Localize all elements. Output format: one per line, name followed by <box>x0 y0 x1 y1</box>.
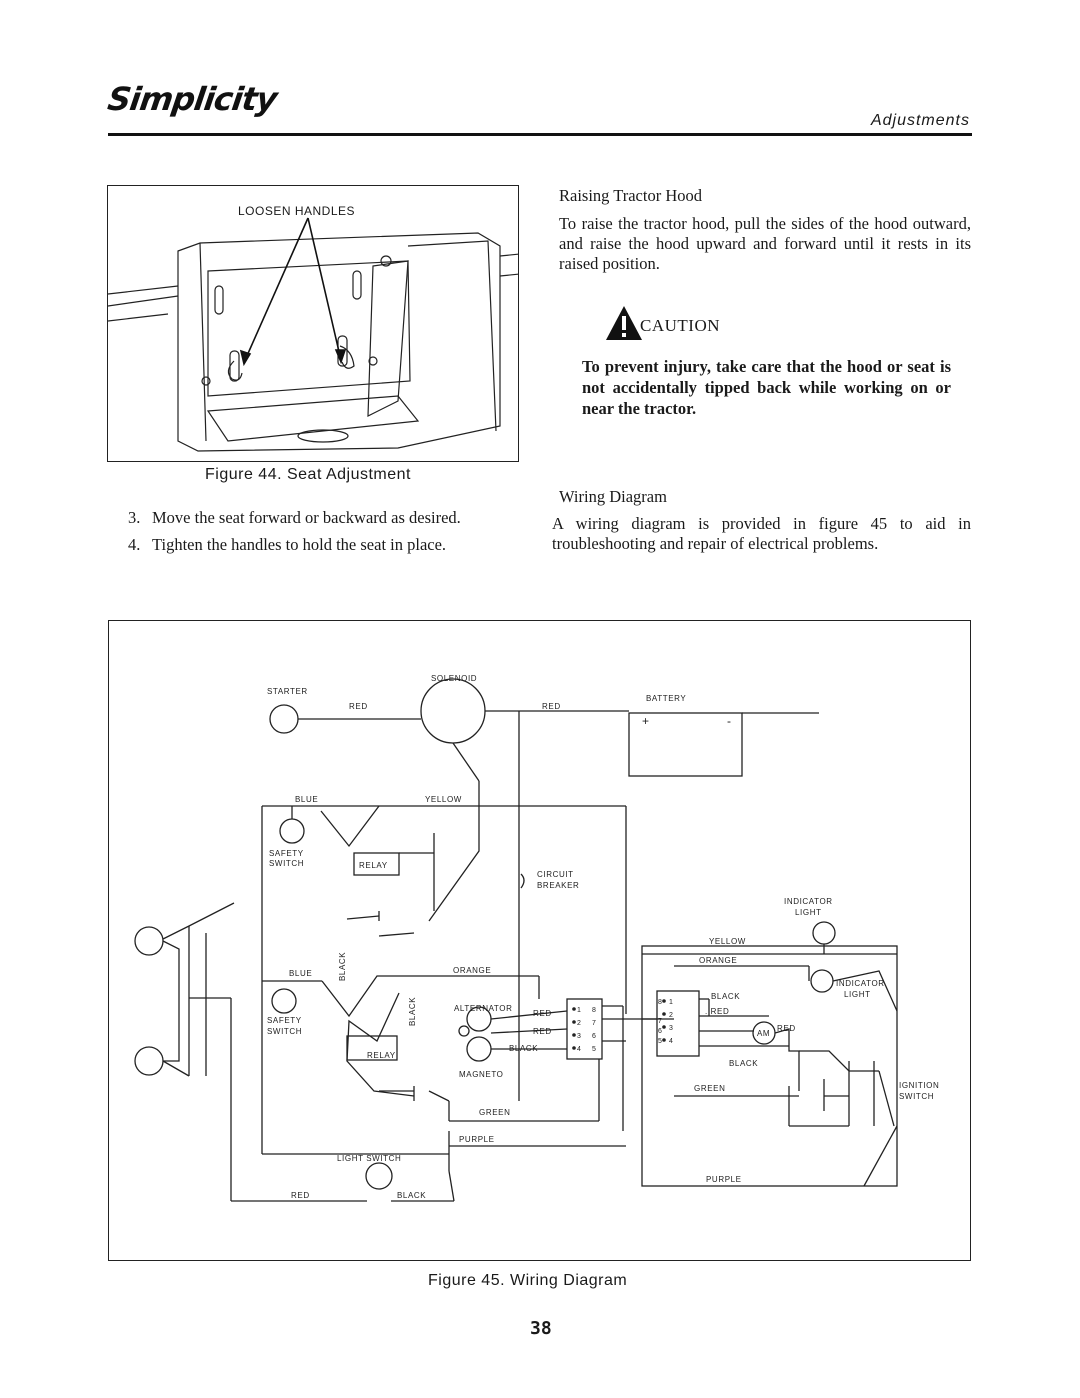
terminal-right-3: 3 <box>669 1025 673 1032</box>
step-4: 4. Tighten the handles to hold the seat … <box>128 535 446 555</box>
step-3-number: 3. <box>128 508 141 527</box>
label-relay-1: RELAY <box>359 861 388 870</box>
label-black-vertical-2: BLACK <box>408 997 417 1026</box>
label-green-2: GREEN <box>479 1108 510 1117</box>
label-solenoid: SOLENOID <box>431 674 477 683</box>
label-light-1: LIGHT <box>795 908 822 917</box>
label-black-1: BLACK <box>509 1044 538 1053</box>
terminal-right-6: 6 <box>658 1028 662 1035</box>
seat-adjustment-drawing <box>108 217 518 452</box>
label-red-4: RED <box>533 1027 552 1036</box>
terminal-right-5: 5 <box>658 1038 662 1045</box>
label-indicator-1: INDICATOR <box>784 897 833 906</box>
section-title: Adjustments <box>870 112 970 129</box>
caution-label: CAUTION <box>640 316 720 335</box>
label-black-4: BLACK <box>397 1191 426 1200</box>
label-red-5: . RED <box>705 1007 729 1016</box>
terminal-right-1: 1 <box>669 999 673 1006</box>
label-blue-2: BLUE <box>289 969 312 978</box>
label-circuit: CIRCUIT <box>537 870 574 879</box>
terminal-right-2: 2 <box>669 1012 673 1019</box>
label-orange-2: ORANGE <box>453 966 491 975</box>
wiring-body: A wiring diagram is provided in figure 4… <box>552 514 971 553</box>
step-4-text: Tighten the handles to hold the seat in … <box>152 535 447 554</box>
terminal-right-8: 8 <box>658 999 662 1006</box>
figure-44-caption: Figure 44. Seat Adjustment <box>205 466 411 483</box>
label-switch-2: SWITCH <box>267 1027 302 1036</box>
label-red-7: RED <box>291 1191 310 1200</box>
label-purple-2: PURPLE <box>706 1175 742 1184</box>
label-red-3: RED <box>533 1009 552 1018</box>
terminal-left-6: 6 <box>592 1033 596 1040</box>
label-black-2: BLACK <box>711 992 740 1001</box>
label-alternator: ALTERNATOR <box>454 1004 512 1013</box>
terminal-left-5: 5 <box>592 1046 596 1053</box>
figure-45-wiring-diagram: SOLENOID STARTER RED RED BATTERY + - BLU… <box>108 620 971 1261</box>
label-plus: + <box>642 714 650 728</box>
terminal-right-4: 4 <box>669 1038 673 1045</box>
terminal-left-1: 1 <box>577 1007 581 1014</box>
wiring-schematic: SOLENOID STARTER RED RED BATTERY + - BLU… <box>134 674 939 1202</box>
label-black-vertical-1: BLACK <box>338 952 347 981</box>
label-ignition: IGNITION <box>899 1081 939 1090</box>
figure-45-caption: Figure 45. Wiring Diagram <box>428 1272 628 1289</box>
loosen-handles-callout: LOOSEN HANDLES <box>238 204 356 218</box>
terminal-left-4: 4 <box>577 1046 581 1053</box>
step-3: 3. Move the seat forward or backward as … <box>128 508 461 528</box>
label-safety-2: SAFETY <box>267 1016 302 1025</box>
label-starter: STARTER <box>267 687 308 696</box>
label-red-1: RED <box>349 702 368 711</box>
label-battery: BATTERY <box>646 694 686 703</box>
label-orange-1: ORANGE <box>699 956 737 965</box>
terminal-left-7: 7 <box>592 1020 596 1027</box>
caution-text: To prevent injury, take care that the ho… <box>582 357 951 418</box>
caution-icon <box>604 304 644 344</box>
label-yellow-1: YELLOW <box>425 795 462 804</box>
label-breaker: BREAKER <box>537 881 579 890</box>
step-3-text: Move the seat forward or backward as des… <box>152 508 461 527</box>
hood-body: To raise the tractor hood, pull the side… <box>559 214 971 273</box>
page-number: 38 <box>530 1318 552 1339</box>
label-relay-2: RELAY <box>367 1051 396 1060</box>
label-red-2: RED <box>542 702 561 711</box>
label-black-3: BLACK <box>729 1059 758 1068</box>
label-switch-1: SWITCH <box>269 859 304 868</box>
label-indicator-2: INDICATOR <box>836 979 885 988</box>
label-green-1: GREEN <box>694 1084 725 1093</box>
label-minus: - <box>727 714 732 728</box>
hood-heading: Raising Tractor Hood <box>559 186 703 205</box>
label-red-6: RED <box>777 1024 796 1033</box>
label-magneto: MAGNETO <box>459 1070 504 1079</box>
wiring-heading: Wiring Diagram <box>559 487 667 506</box>
label-blue-1: BLUE <box>295 795 318 804</box>
step-4-number: 4. <box>128 535 141 554</box>
label-light-2: LIGHT <box>844 990 871 999</box>
label-light-switch: LIGHT SWITCH <box>337 1154 401 1163</box>
terminal-left-8: 8 <box>592 1007 596 1014</box>
figure-44-illustration: LOOSEN HANDLES <box>107 185 519 462</box>
terminal-right-7: 7 <box>658 1018 662 1025</box>
label-am: AM <box>757 1029 770 1038</box>
label-yellow-2: YELLOW <box>709 937 746 946</box>
label-purple-1: PURPLE <box>459 1135 495 1144</box>
label-switch-3: SWITCH <box>899 1092 934 1101</box>
brand-logo: Simplicity <box>105 80 279 118</box>
header-rule <box>108 133 972 136</box>
terminal-left-2: 2 <box>577 1020 581 1027</box>
label-safety-1: SAFETY <box>269 849 304 858</box>
terminal-left-3: 3 <box>577 1033 581 1040</box>
